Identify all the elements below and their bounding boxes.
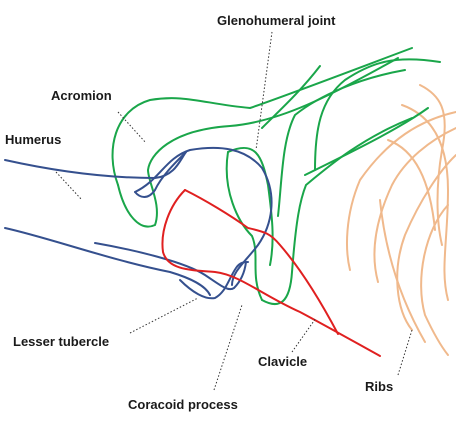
ribs-outline: [346, 84, 456, 356]
humerus-outline: [4, 146, 273, 300]
ribs-leader: [397, 329, 413, 376]
clavicle-leader: [291, 317, 317, 353]
coracoid-leader: [213, 304, 243, 391]
lesser-tubercle-label: Lesser tubercle: [13, 334, 110, 349]
glenohumeral-joint-label: Glenohumeral joint: [217, 13, 336, 28]
scapula-outline: [111, 47, 441, 306]
humerus-leader: [55, 171, 83, 201]
glenohumeral-leader: [255, 31, 273, 151]
coracoid-process-label: Coracoid process: [128, 397, 238, 412]
lesser-tubercle-leader: [129, 297, 199, 334]
ribs-label: Ribs: [365, 379, 394, 394]
humerus-label: Humerus: [5, 132, 62, 147]
acromion-leader: [117, 111, 147, 144]
acromion-label: Acromion: [51, 88, 112, 103]
clavicle-outline: [161, 189, 381, 357]
leader-lines: [55, 31, 413, 391]
clavicle-label: Clavicle: [258, 354, 308, 369]
